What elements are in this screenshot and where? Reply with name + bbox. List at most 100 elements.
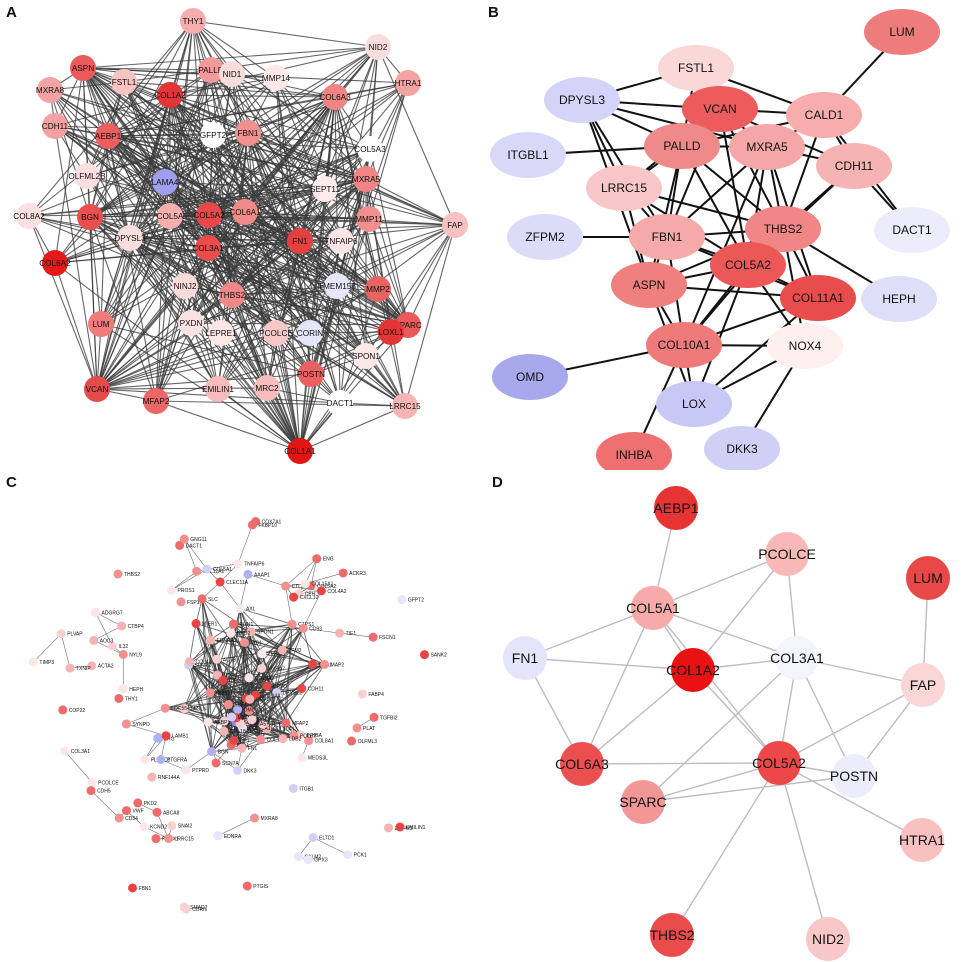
node-lrrc15: LRRC15 — [163, 833, 194, 843]
edge — [155, 132, 249, 402]
node-olfml3: OLFML3 — [347, 736, 377, 746]
node-nid2: NID2 — [365, 34, 391, 60]
edge — [285, 558, 317, 587]
node-label: EHD2 — [237, 631, 251, 637]
node-circle — [232, 765, 242, 775]
node-label: PLVAP — [67, 632, 83, 638]
node-label: NYL9 — [129, 652, 142, 658]
node-thy1: THY1 — [180, 8, 206, 34]
node-circle — [442, 212, 468, 238]
node-dact1: DACT1 — [327, 390, 354, 416]
node-circle — [300, 579, 310, 589]
edge — [299, 224, 456, 452]
edge — [89, 216, 98, 390]
edge — [100, 69, 212, 325]
edge — [222, 680, 268, 687]
node-label: ACTA2 — [98, 664, 114, 670]
edge — [275, 77, 342, 242]
node-ellipse — [745, 206, 821, 252]
edge — [336, 224, 456, 287]
node-axl: AXL — [235, 604, 256, 614]
node-label: COL1A2 — [154, 91, 186, 100]
node-col1a1: COL1A1 — [284, 438, 316, 464]
node-circle — [343, 850, 353, 860]
node-label: MMP2 — [366, 285, 390, 294]
node-label: LRRC15 — [174, 836, 193, 842]
node-circle — [832, 754, 876, 798]
node-circle — [356, 206, 382, 232]
node-ldb2: LDB2 — [278, 734, 302, 744]
node-label: DKK3 — [726, 442, 758, 456]
node-circle — [287, 228, 313, 254]
node-circle — [369, 712, 379, 722]
node-circle — [297, 684, 307, 694]
node-circle — [357, 689, 367, 699]
edge — [231, 294, 392, 333]
node-circle — [213, 831, 223, 841]
edge — [49, 89, 171, 217]
edge — [377, 46, 456, 226]
node-circle — [114, 693, 124, 703]
node-circle — [272, 687, 282, 697]
edge — [189, 661, 218, 676]
edge — [524, 657, 694, 671]
node-label: CDRN — [192, 907, 207, 913]
node-label: GPX3 — [314, 858, 328, 864]
node-acta2: ACTA2 — [87, 661, 114, 671]
node-label: EDNRA2 — [216, 638, 237, 644]
node-label: TGFBI2 — [380, 715, 398, 721]
node-circle — [257, 663, 267, 673]
node-circle — [117, 621, 127, 631]
node-circle — [650, 913, 694, 957]
node-lamb1: LAMB1 — [161, 731, 189, 741]
node-circle — [118, 684, 128, 694]
edge — [123, 81, 409, 326]
edge — [299, 96, 336, 452]
node-label: COL4A2 — [327, 589, 346, 595]
node-circle — [87, 661, 97, 671]
node-circle — [175, 540, 185, 550]
edge — [54, 125, 171, 217]
node-label: CLEC11A — [226, 580, 249, 586]
node-htra1: HTRA1 — [395, 70, 422, 96]
node-label: MEDS3L — [308, 756, 328, 762]
node-label: COL6A2 — [255, 676, 274, 682]
node-label: PCOLCE — [98, 780, 119, 786]
node-label: MDFIC — [223, 673, 239, 679]
node-lrrc15: LRRC15 — [586, 165, 662, 211]
node-label: LAMB1 — [172, 734, 189, 740]
node-thbs2: THBS2 — [219, 282, 246, 308]
edge — [82, 67, 246, 213]
node-circle — [671, 648, 715, 692]
node-ellipse — [682, 86, 758, 132]
node-col3a1: COL3A1 — [770, 636, 824, 680]
node-label: CD93 — [309, 626, 322, 632]
edge — [368, 218, 409, 326]
edge — [266, 692, 278, 729]
node-label: MXRA8 — [36, 86, 65, 95]
node-circle — [200, 122, 226, 148]
node-label: DPYD — [273, 684, 287, 690]
node-label: FSCN1 — [379, 635, 396, 641]
edge — [164, 181, 326, 190]
node-circle — [806, 917, 850, 961]
node-label: CLP — [256, 697, 266, 703]
edge — [310, 82, 409, 375]
node-circle — [117, 225, 143, 251]
node-eltd1: ELTD1 — [308, 832, 335, 842]
node-label: SCN7A — [222, 761, 239, 767]
edge — [262, 688, 302, 725]
edge — [211, 747, 242, 753]
node-ellipse — [611, 262, 687, 308]
node-label: KCND2 — [150, 825, 167, 831]
node-label: TXNIP — [76, 666, 91, 672]
node-thy1: THY1 — [114, 693, 138, 703]
edge — [96, 181, 166, 390]
edge — [28, 215, 131, 239]
node-lum: LUM — [906, 556, 950, 600]
node-circle — [254, 375, 280, 401]
node-label: FSP1 — [187, 600, 200, 606]
node-label: LRRC15 — [601, 181, 647, 195]
node-label: ERG — [164, 736, 175, 742]
